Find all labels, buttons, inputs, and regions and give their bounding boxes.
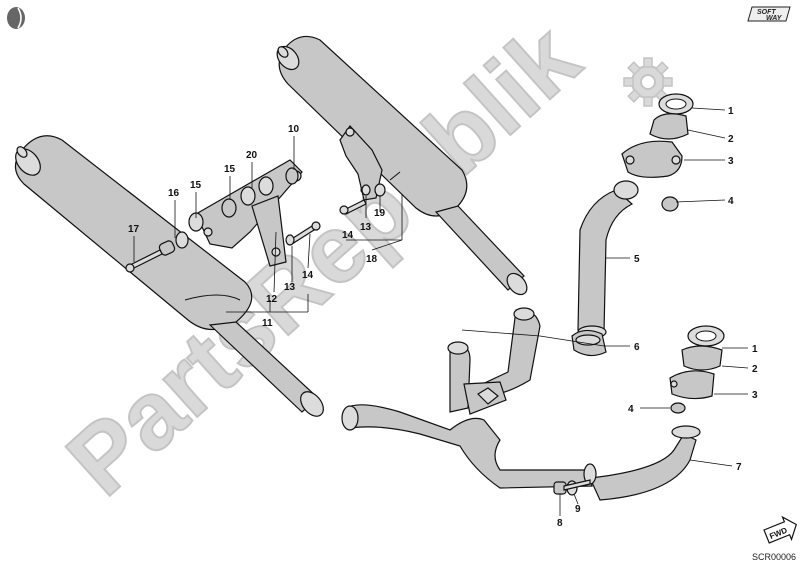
drawing-code: SCR00006 (752, 552, 796, 562)
upper-header-pipe (577, 180, 639, 339)
right-muffler (276, 35, 528, 296)
callout-16: 16 (168, 188, 180, 199)
callout-1-lower: 1 (752, 344, 758, 355)
callout-1-upper: 1 (728, 106, 734, 117)
logo-line1: SOFT (757, 9, 776, 16)
callout-20: 20 (246, 150, 258, 161)
fwd-arrow-icon: FWD (763, 515, 798, 544)
callout-2-upper: 2 (728, 134, 734, 145)
leader-lines (133, 107, 749, 516)
callout-3-upper: 3 (728, 156, 734, 167)
callout-5: 5 (634, 254, 640, 265)
callout-3-lower: 3 (752, 390, 758, 401)
callout-15-mid: 15 (224, 164, 236, 175)
lower-flange-set (669, 325, 725, 414)
clamp (571, 329, 607, 357)
callout-4-upper: 4 (728, 196, 734, 207)
callout-14-left: 14 (302, 270, 314, 281)
callout-4-lower: 4 (628, 404, 634, 415)
callout-10: 10 (288, 124, 300, 135)
callout-14-right: 14 (342, 230, 354, 241)
callout-11: 11 (262, 318, 273, 329)
callout-15-left: 15 (190, 180, 202, 191)
callout-19: 19 (374, 208, 386, 219)
upper-flange-set (621, 93, 694, 212)
callout-13-left: 13 (284, 282, 296, 293)
callout-8: 8 (557, 518, 563, 529)
left-muffler (14, 135, 324, 417)
right-bracket (339, 125, 401, 215)
callout-13-right: 13 (360, 222, 372, 233)
callout-9: 9 (575, 504, 581, 515)
callout-12: 12 (266, 294, 278, 305)
left-bolts (125, 167, 321, 273)
lower-fasteners (553, 479, 591, 496)
callouts: 1 2 3 4 5 6 1 2 3 4 7 8 9 10 11 12 13 13… (128, 106, 758, 529)
callout-2-lower: 2 (752, 364, 758, 375)
softway-logo: SOFT WAY (747, 6, 791, 22)
callout-18: 18 (366, 254, 378, 265)
callout-6: 6 (634, 342, 640, 353)
callout-7: 7 (736, 462, 742, 473)
y-pipe (341, 307, 701, 501)
gear-icon (623, 57, 673, 107)
logo-line2: WAY (766, 15, 783, 22)
page-corner-icon (7, 7, 25, 29)
callout-17: 17 (128, 224, 140, 235)
